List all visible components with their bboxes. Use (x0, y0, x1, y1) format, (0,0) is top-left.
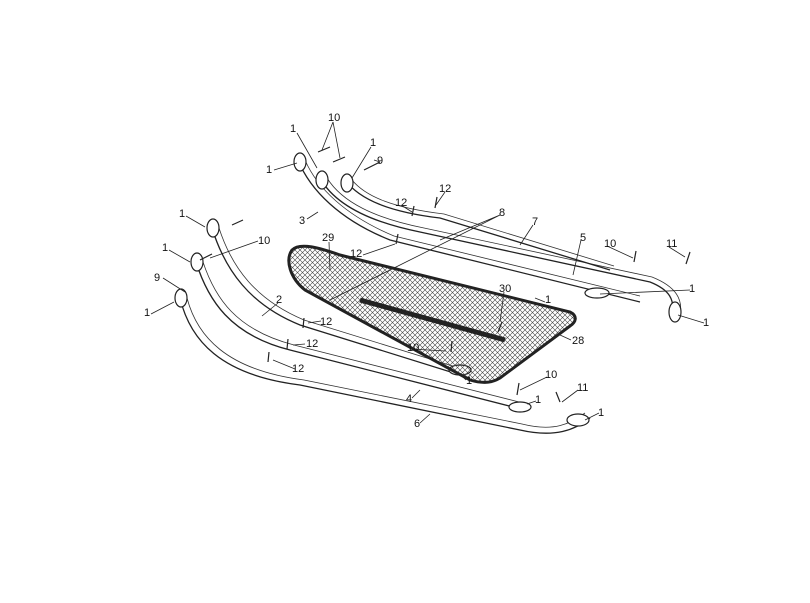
part-label: 28 (572, 335, 584, 347)
bolt (286, 338, 289, 350)
rail-5-inner (351, 179, 615, 267)
part-label: 6 (414, 418, 420, 430)
bolt (450, 340, 453, 353)
part-label: 1 (545, 294, 551, 306)
end-plate (293, 152, 307, 172)
part-label: 9 (377, 155, 383, 167)
part-label: 1 (179, 208, 185, 220)
bolt (267, 351, 270, 363)
rail-2 (211, 227, 471, 379)
bolt (516, 382, 520, 396)
part-label: 11 (577, 382, 588, 394)
end-plate (566, 413, 590, 427)
upper-rail-group (293, 152, 682, 323)
part-label: 12 (395, 197, 407, 209)
part-label: 10 (407, 342, 419, 354)
bolt (633, 250, 637, 263)
bolt (395, 233, 399, 245)
part-label: 1 (162, 242, 168, 254)
part-label: 3 (299, 215, 305, 227)
part-label: 12 (320, 316, 332, 328)
rail-7-inner (326, 177, 682, 316)
end-plate (508, 401, 532, 413)
part-label: 10 (258, 235, 270, 247)
part-label: 1 (370, 137, 376, 149)
part-label: 1 (144, 307, 150, 319)
part-label: 10 (545, 369, 557, 381)
bolt (317, 146, 331, 153)
part-label: 1 (535, 394, 541, 406)
rail-3-inner (304, 159, 641, 297)
rail-7 (319, 177, 674, 316)
mesh-panel (287, 244, 577, 384)
end-plate (174, 288, 188, 308)
rail-3 (297, 159, 641, 303)
bolt (497, 321, 503, 333)
part-label: 1 (290, 123, 296, 135)
part-label: 10 (328, 112, 340, 124)
part-label: 10 (604, 238, 616, 250)
part-label: 12 (439, 183, 451, 195)
rail-4 (195, 261, 526, 411)
end-plate (315, 170, 329, 190)
part-label: 12 (306, 338, 318, 350)
part-label: 11 (666, 238, 677, 250)
bolt (199, 253, 213, 261)
rail-6-inner (186, 297, 586, 428)
end-plate (190, 252, 204, 272)
part-label: 1 (703, 317, 709, 329)
bolt (302, 317, 305, 329)
part-label: 5 (580, 232, 586, 244)
bolt (555, 391, 561, 403)
bolt (434, 196, 438, 209)
part-label: 1 (466, 375, 472, 387)
bolt (363, 161, 381, 171)
part-labels: 1 10 1 9 1 12 12 3 8 7 5 10 11 29 12 1 1… (144, 112, 709, 430)
part-label: 30 (499, 283, 511, 295)
part-label: 9 (154, 272, 160, 284)
part-label: 7 (532, 216, 538, 228)
part-label: 29 (322, 232, 334, 244)
leader-lines (150, 121, 705, 424)
part-label: 1 (598, 407, 604, 419)
end-plate (584, 287, 610, 299)
part-label: 4 (406, 393, 412, 405)
part-label: 2 (276, 294, 282, 306)
part-label: 1 (689, 283, 695, 295)
part-label: 8 (499, 207, 505, 219)
end-plate (206, 218, 220, 238)
rail-6 (179, 297, 591, 434)
bolt (685, 251, 691, 265)
bolt (411, 205, 415, 217)
part-label: 12 (292, 363, 304, 375)
end-plate (668, 301, 682, 323)
bolt (231, 219, 244, 226)
part-label: 1 (266, 164, 272, 176)
bolt (332, 156, 346, 163)
end-plate (340, 173, 354, 193)
part-label: 12 (350, 248, 362, 260)
rail-2-inner (218, 227, 473, 373)
bolts (199, 146, 691, 403)
